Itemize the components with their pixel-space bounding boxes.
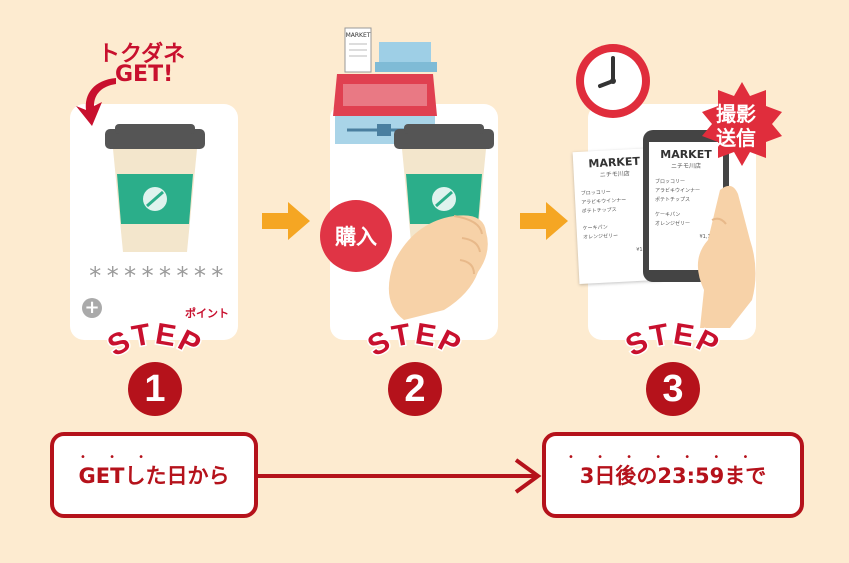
step2-word: STEP	[361, 318, 467, 365]
hand-icon	[697, 185, 756, 328]
timeline-arrow-icon	[258, 458, 542, 494]
phone-receipt-line: ケーキパン	[655, 212, 681, 218]
register-receipt-title: MARKET	[346, 32, 371, 39]
timeline-end-text: 3日後の23:59まで	[579, 464, 767, 488]
phone-receipt-line: ポテトチップス	[655, 197, 691, 203]
coffee-cup-icon	[105, 124, 205, 252]
step3-label: STEP	[619, 318, 726, 365]
step2-label: STEP	[361, 318, 468, 365]
send-badge-icon	[702, 82, 782, 166]
arrow-right-icon	[520, 202, 568, 240]
purchase-badge: 購入	[320, 200, 392, 272]
step2-number-circle: 2	[388, 362, 442, 416]
cash-register-icon: MARKET	[333, 27, 437, 144]
timeline-start-text: GETした日から	[78, 464, 230, 488]
phone-receipt-title: MARKET	[660, 148, 712, 161]
arrow-right-icon	[262, 202, 310, 240]
step1-number-circle: 1	[128, 362, 182, 416]
point-label: ポイント	[185, 307, 229, 320]
phone-receipt-total: ¥1,110	[699, 234, 718, 240]
step1-word: STEP	[101, 318, 207, 365]
emphasis-dots: • • • • • • •	[568, 452, 759, 463]
svg-text:STEP: STEP	[103, 318, 208, 363]
phone-receipt-sub: ニチモ川店	[670, 163, 701, 170]
step3-number-circle: 3	[646, 362, 700, 416]
clock-icon	[576, 44, 650, 118]
svg-text:STEP: STEP	[621, 318, 726, 363]
hand-icon	[388, 215, 488, 320]
get-badge-line2: GET!	[115, 62, 174, 87]
curved-arrow-icon	[76, 78, 116, 126]
code-mask: ********	[88, 262, 228, 290]
purchase-badge-text: 購入	[335, 225, 377, 249]
timeline-end-box: 3日後の23:59まで	[542, 432, 804, 518]
step1-label: STEP	[101, 318, 208, 365]
phone-receipt-line: オレンジゼリー	[655, 221, 691, 227]
phone-screen: MARKET ニチモ川店 ブロッコリー アラビキウインナー ポテトチップス ケー…	[649, 142, 723, 270]
phone-receipt-line: ブロッコリー	[655, 179, 686, 185]
svg-text:STEP: STEP	[363, 318, 468, 363]
step3-word: STEP	[619, 318, 725, 365]
send-badge-line2: 送信	[716, 126, 756, 150]
get-badge-line1: トクダネ	[98, 42, 186, 67]
send-badge-line1: 撮影	[716, 102, 756, 126]
timeline-start-box: GETした日から	[50, 432, 258, 518]
plus-icon: +	[82, 298, 102, 318]
phone-receipt-line: アラビキウインナー	[655, 188, 701, 194]
emphasis-dots: • • •	[80, 452, 155, 463]
